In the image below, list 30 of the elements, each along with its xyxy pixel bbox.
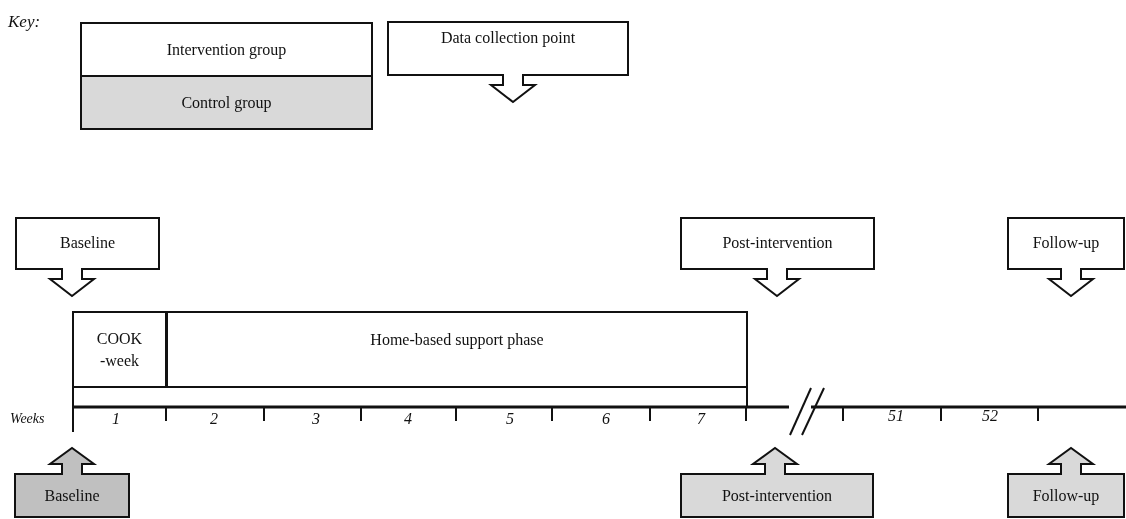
legend-text: Data collection point bbox=[440, 28, 576, 49]
box-text: Follow-up bbox=[1032, 233, 1100, 254]
callout-box bbox=[680, 217, 875, 296]
week-number: 2 bbox=[210, 410, 218, 428]
axis-label: Weeks bbox=[10, 411, 45, 427]
box-text: Baseline bbox=[59, 233, 116, 254]
phase-box bbox=[72, 311, 167, 388]
box-text: Post-intervention bbox=[721, 486, 833, 507]
week-number: 3 bbox=[312, 410, 320, 428]
legend-text: Control group bbox=[181, 93, 272, 112]
week-number: 7 bbox=[697, 410, 705, 428]
week-number: 51 bbox=[888, 407, 904, 425]
callout-box bbox=[15, 217, 160, 296]
week-number: 52 bbox=[982, 407, 998, 425]
box-text: Follow-up bbox=[1032, 486, 1100, 507]
legend-text: Intervention group bbox=[166, 40, 287, 59]
week-number: 4 bbox=[404, 410, 412, 428]
week-number: 5 bbox=[506, 410, 514, 428]
box-text: COOK -week bbox=[95, 328, 144, 371]
box-text: Baseline bbox=[44, 486, 100, 507]
key-label: Key: bbox=[8, 12, 41, 32]
callout-box bbox=[14, 447, 130, 518]
week-number: 1 bbox=[112, 410, 120, 428]
callout-box bbox=[680, 447, 874, 518]
week-number: 6 bbox=[602, 410, 610, 428]
box-text: Post-intervention bbox=[722, 233, 833, 254]
phase-box bbox=[166, 311, 748, 388]
box-text: Home-based support phase bbox=[370, 330, 544, 351]
callout-box bbox=[1007, 447, 1125, 518]
callout-box bbox=[1007, 217, 1125, 296]
